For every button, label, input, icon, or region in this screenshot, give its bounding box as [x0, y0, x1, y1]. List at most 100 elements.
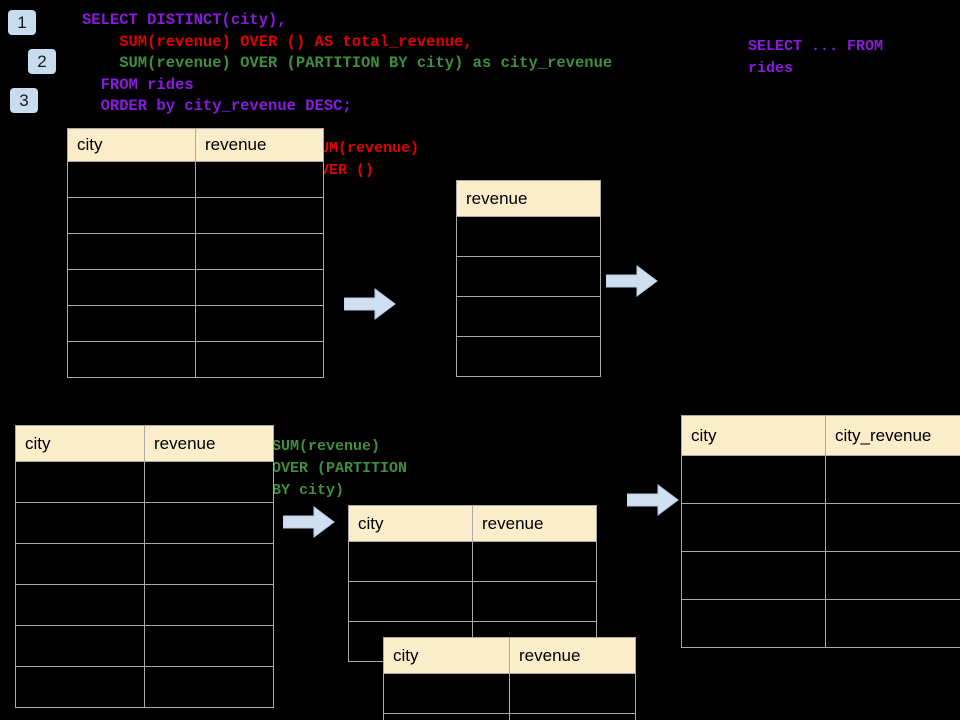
table-cell	[681, 551, 826, 600]
table-cell	[348, 581, 473, 622]
arrow-source-to-total	[343, 287, 396, 321]
column-header-revenue: revenue	[456, 180, 601, 217]
table-cell	[825, 599, 960, 648]
table-cell	[144, 502, 274, 544]
table-row	[67, 161, 324, 198]
column-header-city: city	[348, 505, 473, 542]
table-cell	[456, 256, 601, 297]
step-badge-2: 2	[28, 49, 56, 74]
table-row	[681, 455, 960, 504]
table-row	[15, 502, 274, 544]
table-cell	[681, 455, 826, 504]
annotation-select-from-rides: SELECT ... FROM rides	[748, 38, 884, 77]
table-row	[681, 599, 960, 648]
column-header-revenue: revenue	[509, 637, 636, 674]
table-cell	[144, 461, 274, 503]
column-header-city_revenue: city_revenue	[825, 415, 960, 456]
table-row	[67, 197, 324, 234]
arrow-source-to-partition	[282, 505, 335, 539]
table-cell	[144, 543, 274, 585]
table-cell	[509, 713, 636, 720]
table-row	[67, 341, 324, 378]
table-row	[348, 541, 597, 582]
table-cell	[15, 543, 145, 585]
table-cell	[67, 341, 196, 378]
column-header-revenue: revenue	[195, 128, 324, 162]
sql-line-4: FROM rides	[82, 75, 194, 94]
annotation-sum-over-empty: SUM(revenue) OVER ()	[311, 140, 420, 179]
column-header-city: city	[67, 128, 196, 162]
total-revenue-table: revenue	[456, 180, 601, 377]
table-cell	[15, 666, 145, 708]
arrow-total-to-result	[605, 264, 658, 298]
table-cell	[383, 713, 510, 720]
column-header-city: city	[383, 637, 510, 674]
table-cell	[825, 551, 960, 600]
table-cell	[472, 581, 597, 622]
table-cell	[144, 584, 274, 626]
table-cell	[15, 584, 145, 626]
table-cell	[348, 541, 473, 582]
table-row	[456, 336, 601, 377]
table-cell	[67, 305, 196, 342]
table-cell	[67, 197, 196, 234]
table-row	[15, 461, 274, 503]
annotation-sum-over-partition: SUM(revenue) OVER (PARTITION BY city)	[272, 438, 408, 499]
column-header-revenue: revenue	[144, 425, 274, 462]
step-badge-1: 1	[8, 10, 36, 35]
table-row	[67, 305, 324, 342]
table-row	[15, 543, 274, 585]
table-row	[15, 584, 274, 626]
table-cell	[195, 305, 324, 342]
table-cell	[456, 296, 601, 337]
table-row	[456, 296, 601, 337]
table-cell	[195, 269, 324, 306]
step-badge-3: 3	[10, 88, 38, 113]
table-cell	[195, 233, 324, 270]
column-header-city: city	[15, 425, 145, 462]
table-cell	[509, 673, 636, 714]
table-row	[681, 503, 960, 552]
table-cell	[681, 599, 826, 648]
sql-line-2: SUM(revenue) OVER () AS total_revenue,	[82, 32, 473, 51]
column-header-city: city	[681, 415, 826, 456]
table-row	[456, 216, 601, 257]
sql-query-block: SELECT DISTINCT(city), SUM(revenue) OVER…	[82, 10, 612, 118]
column-header-revenue: revenue	[472, 505, 597, 542]
table-cell	[681, 503, 826, 552]
sql-line-1: SELECT DISTINCT(city),	[82, 11, 287, 29]
table-row	[383, 713, 636, 720]
table-cell	[67, 161, 196, 198]
table-cell	[456, 336, 601, 377]
table-cell	[383, 673, 510, 714]
table-row	[383, 673, 636, 714]
table-cell	[15, 625, 145, 667]
table-cell	[15, 461, 145, 503]
table-cell	[144, 666, 274, 708]
table-row	[456, 256, 601, 297]
sql-line-3: SUM(revenue) OVER (PARTITION BY city) as…	[82, 54, 613, 72]
table-cell	[144, 625, 274, 667]
table-cell	[456, 216, 601, 257]
table-cell	[825, 455, 960, 504]
table-header-row: revenue	[456, 180, 601, 217]
arrow-partition-to-result	[626, 483, 679, 517]
table-cell	[15, 502, 145, 544]
table-cell	[195, 197, 324, 234]
table-cell	[472, 541, 597, 582]
table-row	[681, 551, 960, 600]
sql-line-5: ORDER by city_revenue DESC;	[82, 97, 352, 115]
table-cell	[67, 269, 196, 306]
table-cell	[195, 161, 324, 198]
table-row	[67, 233, 324, 270]
